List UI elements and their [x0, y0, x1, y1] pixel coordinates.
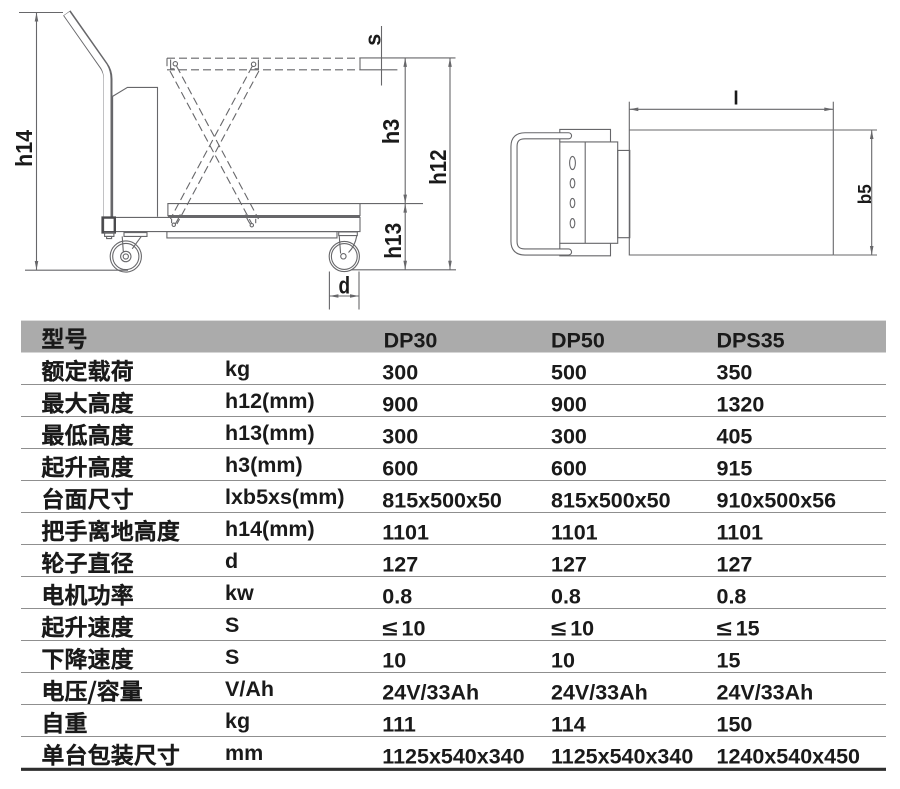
svg-text:S: S	[225, 645, 239, 669]
svg-text:1101: 1101	[382, 521, 429, 545]
svg-text:1101: 1101	[551, 521, 598, 545]
svg-text:915: 915	[717, 457, 753, 481]
svg-text:1101: 1101	[717, 521, 764, 545]
svg-text:1125x540x340: 1125x540x340	[382, 745, 524, 769]
svg-text:300: 300	[551, 425, 587, 449]
svg-text:24V/33Ah: 24V/33Ah	[551, 681, 648, 705]
svg-text:DP30: DP30	[384, 329, 438, 353]
svg-text:127: 127	[382, 553, 418, 577]
svg-text:d: d	[339, 272, 351, 299]
svg-text:1320: 1320	[717, 393, 765, 417]
svg-text:24V/33Ah: 24V/33Ah	[382, 681, 479, 705]
svg-text:1125x540x340: 1125x540x340	[551, 745, 693, 769]
svg-text:114: 114	[551, 713, 586, 737]
svg-text:10: 10	[382, 649, 406, 673]
svg-text:910x500x56: 910x500x56	[717, 489, 837, 513]
svg-text:h13: h13	[380, 223, 406, 259]
svg-text:600: 600	[551, 457, 587, 481]
svg-text:kw: kw	[225, 581, 254, 605]
svg-text:111: 111	[382, 713, 416, 737]
svg-text:815x500x50: 815x500x50	[551, 489, 671, 513]
svg-text:h12(mm): h12(mm)	[225, 389, 315, 413]
svg-text:127: 127	[551, 553, 587, 577]
svg-text:10: 10	[570, 617, 594, 641]
svg-text:≤: ≤	[551, 617, 567, 641]
svg-text:300: 300	[382, 361, 418, 385]
svg-text:10: 10	[551, 649, 575, 673]
svg-text:0.8: 0.8	[717, 585, 747, 609]
svg-text:0.8: 0.8	[382, 585, 412, 609]
svg-text:b5: b5	[854, 184, 875, 204]
svg-text:815x500x50: 815x500x50	[382, 489, 502, 513]
svg-text:V/Ah: V/Ah	[225, 677, 274, 701]
svg-text:≤: ≤	[382, 617, 398, 641]
svg-text:kg: kg	[225, 357, 250, 381]
svg-text:405: 405	[717, 425, 753, 449]
svg-text:600: 600	[382, 457, 418, 481]
svg-text:300: 300	[382, 425, 418, 449]
svg-text:h3: h3	[378, 119, 404, 145]
svg-text:lxb5xs(mm): lxb5xs(mm)	[225, 485, 345, 509]
svg-text:24V/33Ah: 24V/33Ah	[717, 681, 814, 705]
svg-text:DPS35: DPS35	[717, 329, 785, 353]
svg-text:DP50: DP50	[551, 329, 605, 353]
svg-text:350: 350	[717, 361, 753, 385]
svg-text:900: 900	[551, 393, 587, 417]
svg-text:500: 500	[551, 361, 587, 385]
svg-text:0.8: 0.8	[551, 585, 581, 609]
svg-text:127: 127	[717, 553, 753, 577]
svg-text:l: l	[733, 89, 738, 110]
svg-text:h12: h12	[425, 150, 451, 185]
svg-text:1240x540x450: 1240x540x450	[717, 745, 861, 769]
svg-text:h14(mm): h14(mm)	[225, 517, 315, 541]
svg-text:d: d	[225, 549, 238, 573]
svg-text:mm: mm	[225, 741, 263, 765]
svg-text:S: S	[225, 613, 239, 637]
svg-text:15: 15	[736, 617, 760, 641]
svg-text:150: 150	[717, 713, 753, 737]
svg-text:kg: kg	[225, 709, 250, 733]
svg-text:15: 15	[717, 649, 741, 673]
svg-text:h3(mm): h3(mm)	[225, 453, 303, 477]
svg-text:h14: h14	[11, 130, 37, 167]
svg-text:≤: ≤	[717, 617, 733, 641]
svg-text:h13(mm): h13(mm)	[225, 421, 315, 445]
svg-text:10: 10	[402, 617, 426, 641]
svg-text:s: s	[360, 34, 385, 46]
svg-text:900: 900	[382, 393, 418, 417]
